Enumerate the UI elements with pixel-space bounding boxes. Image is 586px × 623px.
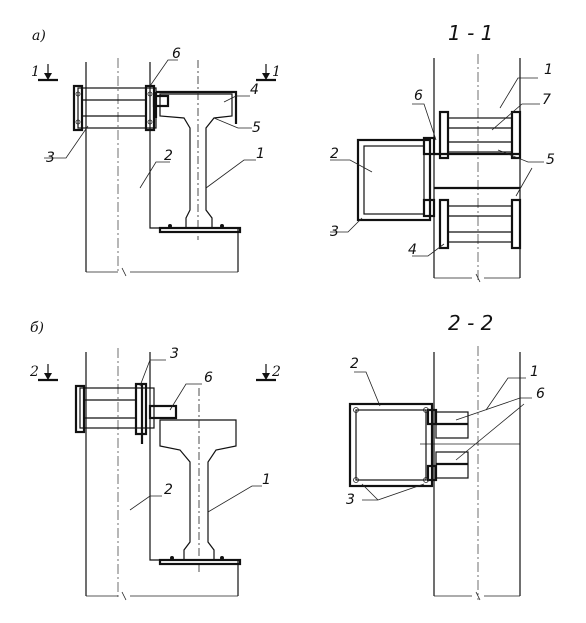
label-b-6: 6 bbox=[204, 370, 213, 386]
leader-s-7 bbox=[491, 103, 540, 131]
svg-text:2: 2 bbox=[271, 364, 281, 380]
beam-section-lower bbox=[434, 186, 522, 250]
leader-s-5 bbox=[497, 149, 544, 197]
view-a-section: 1 - 1 bbox=[330, 21, 555, 283]
section-mark-2-right: 2 bbox=[256, 364, 281, 382]
leader-t-2 bbox=[354, 371, 381, 407]
leader-s-6 bbox=[412, 103, 437, 141]
leader-s-2 bbox=[330, 159, 373, 173]
column-a-section bbox=[433, 58, 521, 278]
leader-b-6 bbox=[169, 383, 202, 411]
label-s-5: 5 bbox=[546, 152, 555, 168]
label-b-1: 1 bbox=[262, 472, 271, 488]
beam-section-upper bbox=[434, 110, 522, 160]
leader-a-2 bbox=[139, 161, 170, 189]
leader-b-2 bbox=[129, 495, 162, 511]
section-mark-1-right: 1 bbox=[256, 64, 281, 82]
label-a-2: 2 bbox=[164, 148, 173, 164]
leader-b-1 bbox=[207, 485, 262, 513]
leader-a-1 bbox=[205, 159, 256, 189]
view-b-section: 2 - 2 2 1 6 3 bbox=[346, 311, 545, 601]
label-t-2: 2 bbox=[350, 356, 359, 372]
leader-s-4 bbox=[412, 243, 445, 257]
svg-text:1: 1 bbox=[272, 64, 281, 80]
leader-t-1 bbox=[485, 377, 526, 411]
view-b-elevation: б) 2 2 bbox=[29, 320, 281, 601]
label-s-7: 7 bbox=[542, 92, 551, 108]
leader-a-6 bbox=[149, 59, 178, 87]
label-t-1: 1 bbox=[530, 364, 539, 380]
leader-t-3 bbox=[361, 483, 425, 501]
label-b-2: 2 bbox=[164, 482, 173, 498]
label-s-1: 1 bbox=[544, 62, 553, 78]
column-a-break bbox=[86, 267, 238, 277]
column-2-section-b bbox=[348, 402, 438, 488]
section-1-title: 1 - 1 bbox=[448, 21, 493, 45]
label-b-3: 3 bbox=[170, 346, 179, 362]
view-a-elevation: а) 1 1 bbox=[31, 28, 281, 277]
label-a-3: 3 bbox=[46, 150, 55, 166]
plate-a bbox=[152, 94, 170, 108]
label-a-4: 4 bbox=[250, 82, 259, 98]
leader-a-3 bbox=[44, 125, 89, 159]
column-b-section bbox=[433, 352, 521, 596]
label-s-2: 2 bbox=[330, 146, 339, 162]
leader-b-3 bbox=[139, 359, 166, 387]
view-a-letter: а) bbox=[32, 28, 46, 44]
section-mark-2-left: 2 bbox=[29, 364, 58, 382]
clamp-frame-b bbox=[74, 382, 155, 444]
section-mark-1-left: 1 bbox=[31, 64, 58, 82]
plate-b bbox=[148, 404, 178, 420]
label-s-4: 4 bbox=[408, 242, 417, 258]
label-t-6: 6 bbox=[536, 386, 545, 402]
leader-a-4 bbox=[223, 95, 250, 103]
ibeam-b bbox=[158, 388, 242, 572]
leader-s-1 bbox=[499, 77, 538, 109]
label-a-6: 6 bbox=[172, 46, 181, 62]
label-s-3: 3 bbox=[330, 224, 339, 240]
label-t-3: 3 bbox=[346, 492, 355, 508]
label-a-1: 1 bbox=[256, 146, 265, 162]
ibeam-a bbox=[154, 60, 242, 240]
leader-t-6 bbox=[455, 397, 532, 461]
beam-sections-b bbox=[435, 411, 469, 479]
view-b-letter: б) bbox=[30, 320, 44, 336]
svg-text:1: 1 bbox=[31, 64, 40, 80]
section-2-title: 2 - 2 bbox=[448, 311, 493, 335]
column-2-section bbox=[356, 136, 436, 222]
svg-text:2: 2 bbox=[29, 364, 39, 380]
leader-s-3 bbox=[330, 217, 363, 233]
leader-a-5 bbox=[213, 117, 252, 129]
label-a-5: 5 bbox=[252, 120, 261, 136]
label-s-6: 6 bbox=[414, 88, 423, 104]
